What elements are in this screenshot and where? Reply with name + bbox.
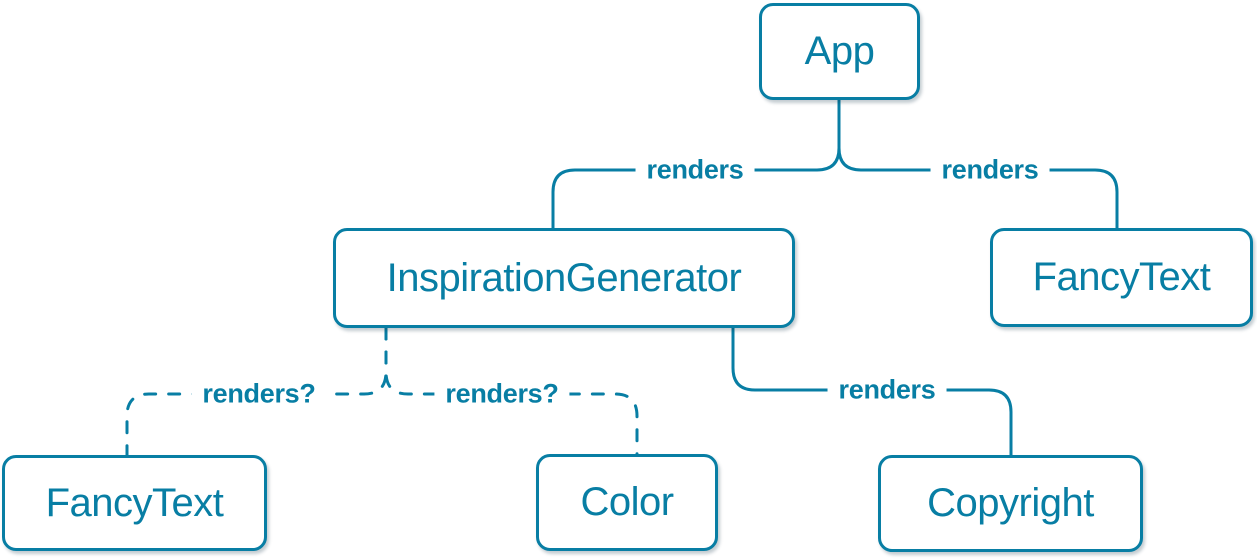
node-inspiration-generator-label: InspirationGenerator [386, 255, 742, 300]
node-app: App [759, 3, 920, 100]
node-color-label: Color [580, 480, 674, 524]
node-app-label: App [804, 29, 875, 73]
edge-label-renders-app-fancytext: renders [930, 154, 1050, 186]
node-fancy-text-bottom: FancyText [2, 455, 267, 551]
node-copyright: Copyright [878, 455, 1143, 552]
node-color: Color [536, 454, 718, 551]
node-copyright-label: Copyright [927, 481, 1094, 525]
node-fancy-text-bottom-label: FancyText [45, 480, 224, 525]
edge-label-renders-q-inspirationgenerator-color: renders? [434, 378, 570, 410]
node-fancy-text-top-label: FancyText [1032, 255, 1211, 299]
edge-inspirationgenerator-to-color [384, 326, 639, 461]
node-inspiration-generator: InspirationGenerator [333, 228, 795, 328]
edge-label-renders-q-inspirationgenerator-fancytext: renders? [191, 378, 327, 410]
edge-label-renders-app-inspirationgenerator: renders [635, 154, 755, 186]
edge-label-renders-inspirationgenerator-copyright: renders [827, 374, 947, 406]
edge-inspirationgenerator-to-fancytext [125, 326, 388, 461]
node-fancy-text-top: FancyText [990, 228, 1253, 327]
